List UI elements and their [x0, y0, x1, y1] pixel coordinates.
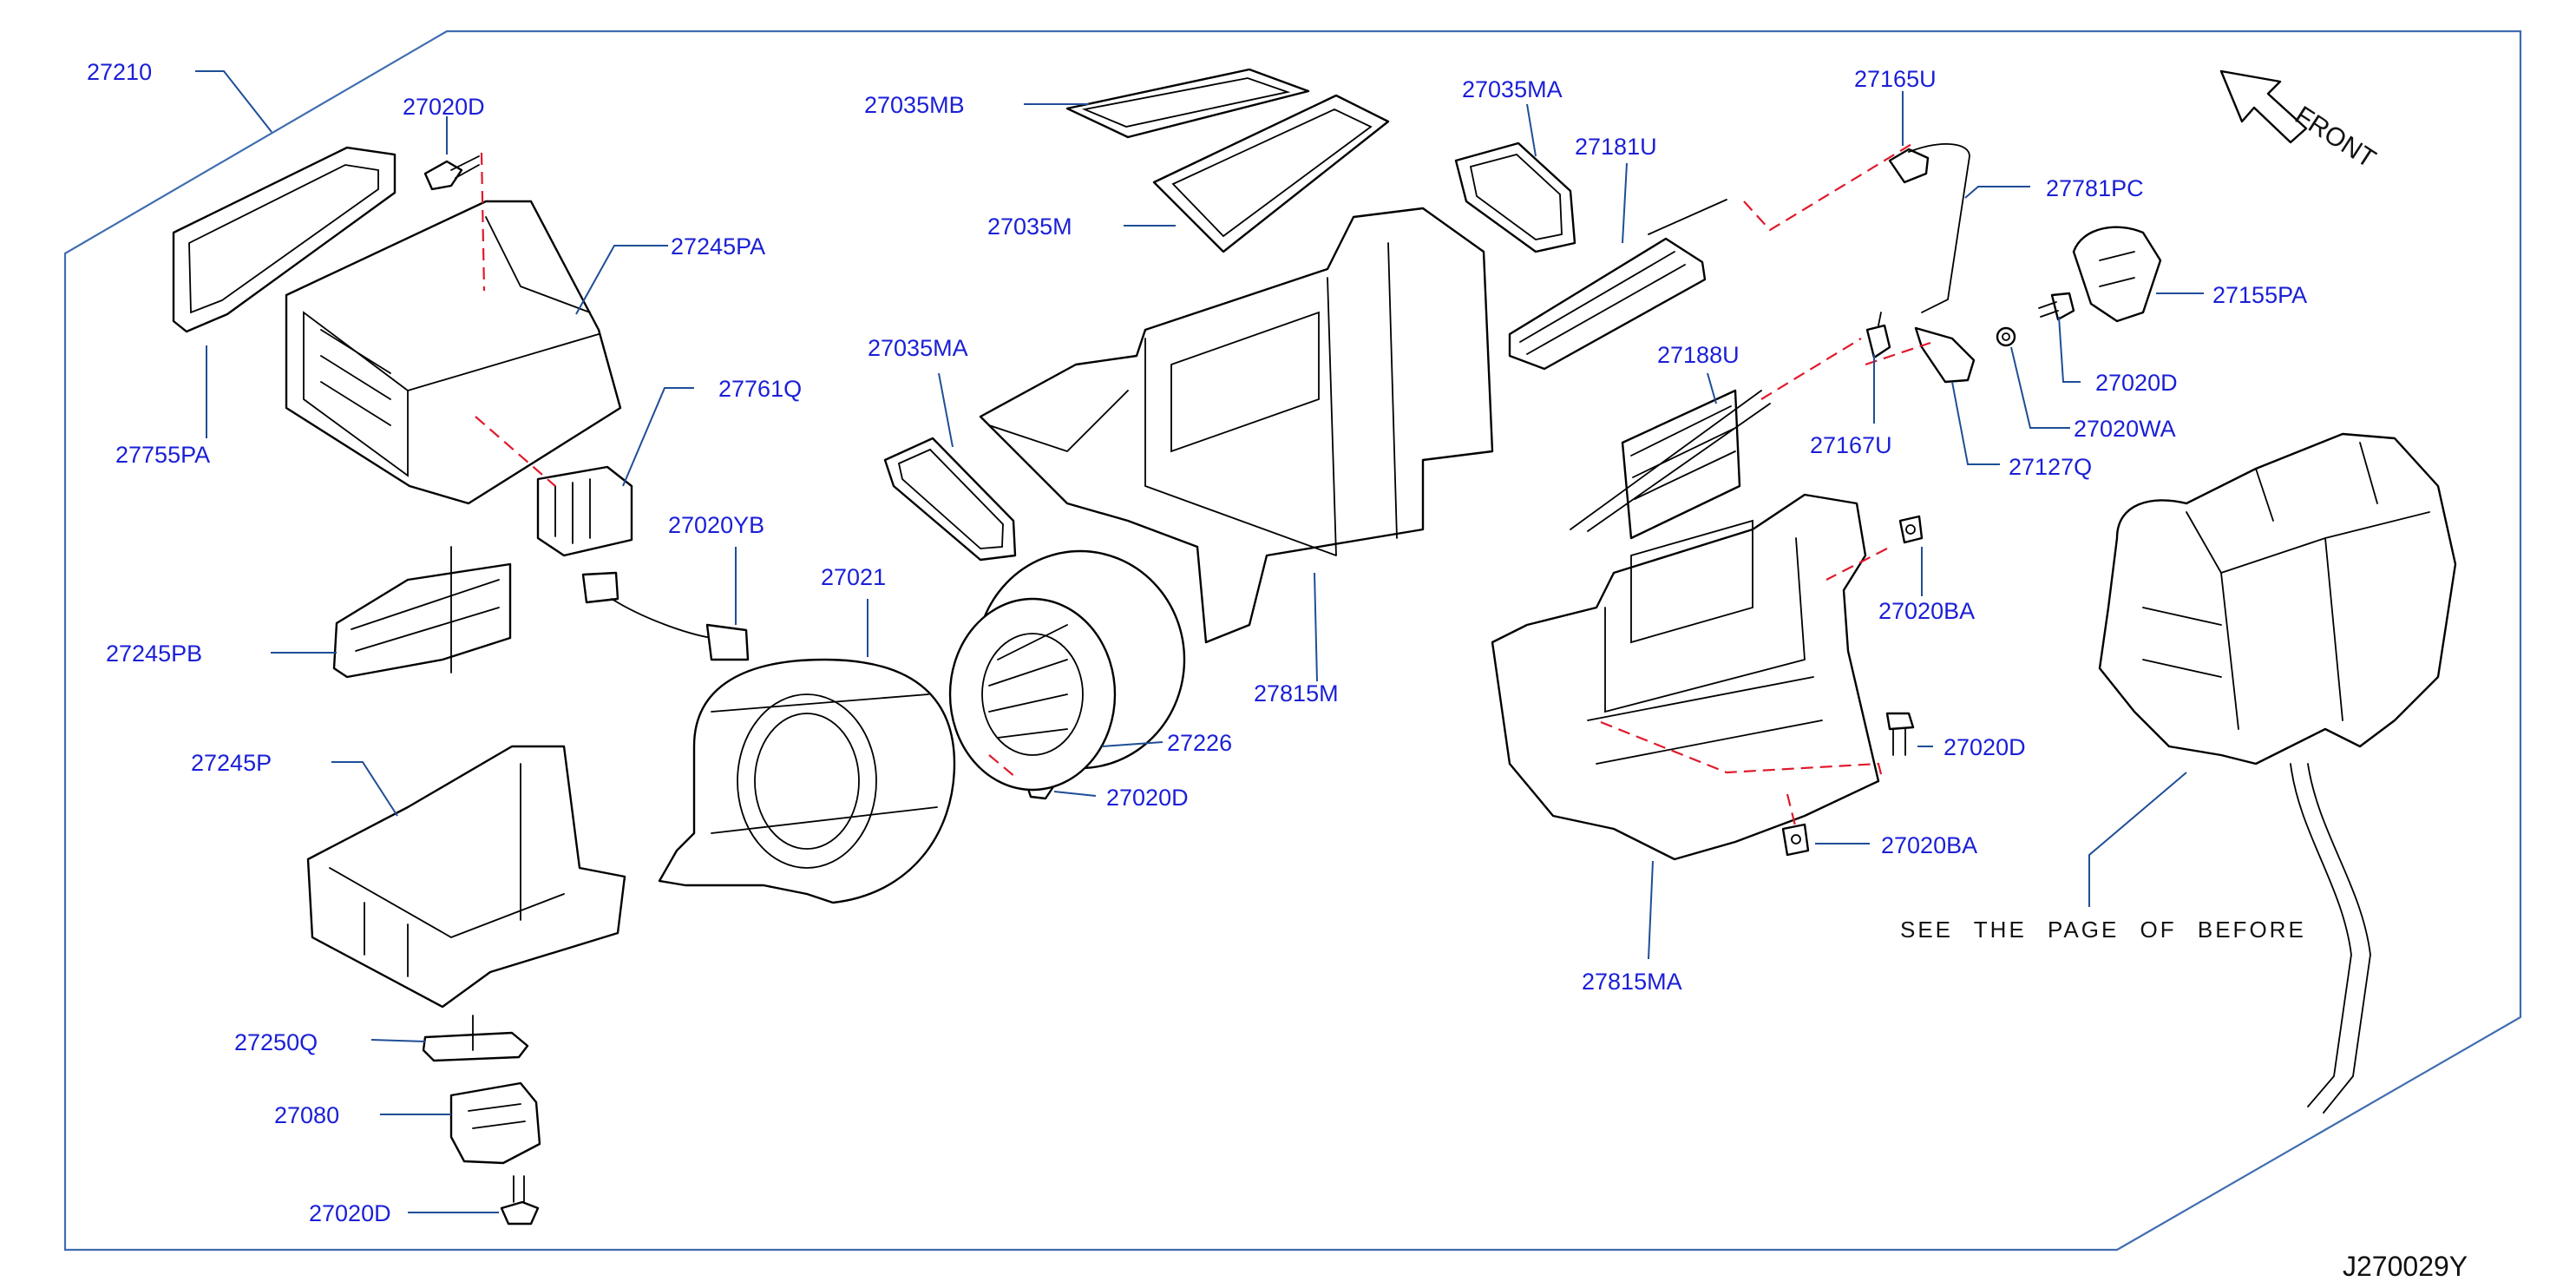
- cover-27155pa: [2072, 226, 2162, 323]
- label-27035ma-b: 27035MA: [868, 335, 968, 361]
- blower-resistor-27761q: [536, 465, 633, 557]
- intake-actuator-27080: [449, 1081, 541, 1165]
- label-27210: 27210: [87, 59, 152, 85]
- seal-27035ma-a: [1454, 141, 1576, 253]
- label-27245pb: 27245PB: [106, 641, 202, 667]
- label-27165u: 27165U: [1854, 66, 1937, 92]
- filter-frame-27035mb: [1065, 68, 1310, 139]
- label-27167u: 27167U: [1810, 432, 1892, 458]
- sensor-27167u: [1865, 312, 1891, 359]
- lever-27127q: [1914, 326, 1976, 384]
- screw-27020d-a: [423, 155, 480, 191]
- label-27020d-a: 27020D: [403, 94, 485, 120]
- front-arrow-icon: [2219, 69, 2308, 144]
- label-27035mb: 27035MB: [864, 92, 965, 118]
- assembled-hvac-unit: [2098, 432, 2457, 1114]
- screw-27020d-b: [500, 1175, 540, 1226]
- intake-door-27245pb: [332, 546, 512, 679]
- label-27155pa: 27155PA: [2212, 282, 2307, 308]
- label-27755pa: 27755PA: [115, 442, 210, 468]
- screw-27020d-d: [2038, 292, 2075, 321]
- label-27020d-e: 27020D: [1943, 734, 2026, 760]
- drawing-code: J270029Y: [2343, 1251, 2468, 1282]
- sensor-27165u: [1888, 148, 1930, 184]
- washer-27020wa: [1996, 326, 2016, 347]
- label-27761q: 27761Q: [718, 376, 802, 402]
- label-27080: 27080: [274, 1102, 339, 1128]
- label-27188u: 27188U: [1657, 342, 1740, 368]
- harness-27020yb: [581, 571, 750, 661]
- harness-27781pc: [1908, 143, 1970, 313]
- label-27181u: 27181U: [1575, 134, 1657, 160]
- see-page-note: SEE THE PAGE OF BEFORE: [1900, 917, 2306, 943]
- label-27815ma: 27815MA: [1582, 969, 1682, 995]
- label-27020d-b: 27020D: [309, 1200, 391, 1226]
- heater-case-lower-27815ma: [1491, 493, 1880, 861]
- label-27020d-d: 27020D: [2095, 370, 2178, 396]
- label-27127q: 27127Q: [2009, 454, 2092, 480]
- label-27245pa: 27245PA: [671, 233, 765, 260]
- evaporator-27188u: [1570, 389, 1771, 540]
- label-27020yb: 27020YB: [668, 512, 764, 538]
- label-27035ma-a: 27035MA: [1462, 76, 1563, 102]
- reference-lines: [475, 142, 1931, 830]
- filter-27035m: [1152, 94, 1390, 253]
- gasket-27755pa: [172, 146, 397, 333]
- clip-27020ba-b: [1781, 823, 1810, 857]
- assembly-frame: [63, 30, 2522, 1252]
- label-27815m: 27815M: [1254, 680, 1339, 706]
- blower-case-lower-27245p: [306, 745, 626, 1009]
- clip-27020ba-a: [1898, 515, 1924, 544]
- label-27020ba-a: 27020BA: [1878, 598, 1975, 624]
- link-27250q: [422, 1015, 529, 1062]
- front-label: FRONT: [2290, 101, 2381, 174]
- label-27021: 27021: [821, 564, 886, 590]
- blower-case-upper-27245pa: [285, 200, 622, 505]
- label-27020d-c: 27020D: [1106, 785, 1189, 811]
- blower-housing-27021: [658, 658, 956, 904]
- label-27250q: 27250Q: [234, 1029, 318, 1055]
- label-27781pc: 27781PC: [2046, 175, 2144, 201]
- leader-lines: [195, 70, 2204, 1213]
- heater-core-27181u: [1508, 199, 1727, 371]
- label-27035m: 27035M: [987, 214, 1072, 240]
- label-27226: 27226: [1167, 730, 1232, 756]
- label-27020wa: 27020WA: [2074, 416, 2176, 442]
- seal-27035ma-b: [883, 437, 1017, 562]
- blower-fan-27226: [948, 549, 1186, 792]
- label-27245p: 27245P: [191, 750, 272, 776]
- label-27020ba-b: 27020BA: [1881, 832, 1977, 858]
- screw-27020d-e: [1885, 712, 1915, 756]
- heater-case-27815m: [979, 207, 1494, 644]
- part-labels: 27210 27020D 27245PA 27755PA 27761Q 2702…: [87, 59, 2307, 1226]
